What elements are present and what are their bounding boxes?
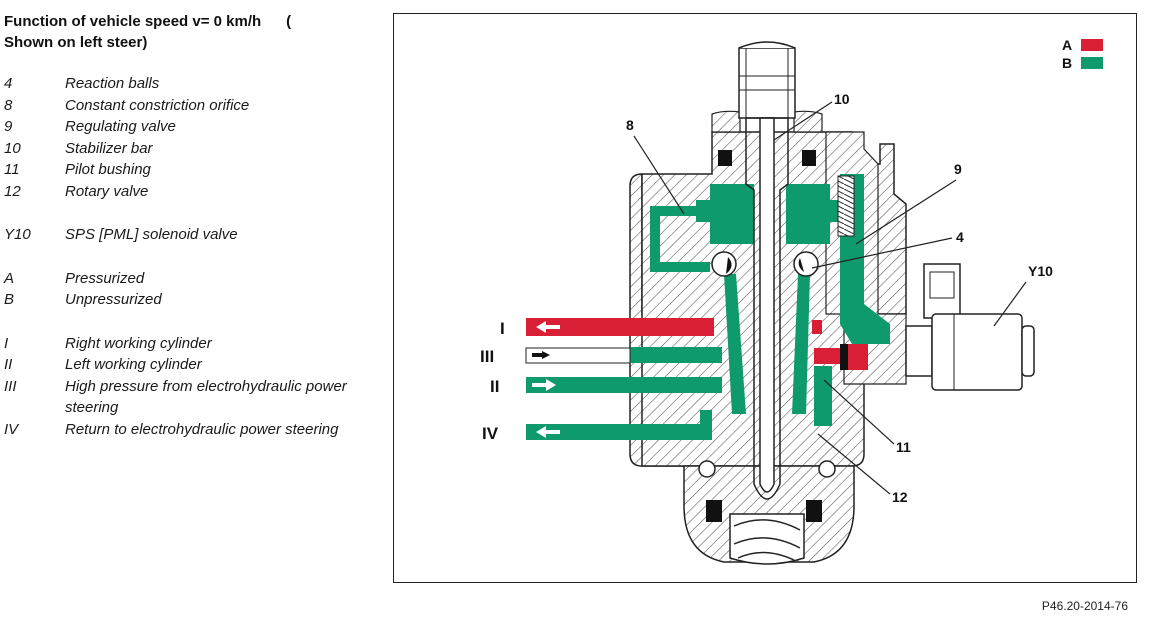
legend-description: SPS [PML] solenoid valve — [65, 226, 238, 243]
legend-code: 10 — [4, 139, 21, 157]
key-letter-b: B — [1062, 55, 1072, 71]
legend-code: II — [4, 356, 13, 373]
legend-description: Regulating valve — [65, 118, 176, 135]
legend-spacer — [4, 311, 384, 333]
arrow-right-icon — [532, 351, 550, 359]
callout-4: 4 — [956, 229, 964, 245]
legend-item: III High pressure from electrohydraulic p… — [4, 376, 384, 419]
legend-item: 9 Regulating valve — [4, 116, 384, 138]
callout-11: 11 — [896, 439, 911, 455]
legend-description: Reaction balls — [65, 75, 160, 92]
port-label-iv: IV — [482, 424, 499, 443]
legend-code: 8 — [4, 96, 13, 114]
arrow-right-icon — [532, 379, 556, 391]
legend-spacer — [4, 202, 384, 224]
legend-item: 8 Constant constriction orifice — [4, 95, 384, 117]
legend-code: 12 — [4, 182, 21, 200]
legend-description: Pilot bushing — [65, 161, 151, 178]
port-line-iii — [525, 347, 631, 364]
port-line-ii — [526, 377, 630, 393]
port-line-iv — [526, 424, 630, 440]
legend-item: I Right working cylinder — [4, 333, 384, 355]
legend-item: 12 Rotary valve — [4, 181, 384, 203]
legend-code: Y10 — [4, 226, 31, 243]
legend-item: B Unpressurized — [4, 289, 384, 311]
legend-item: IV Return to electrohydraulic power steer… — [4, 419, 384, 441]
key-swatch-pressurized — [1081, 39, 1103, 51]
callout-10: 10 — [834, 91, 850, 107]
legend-code: A — [4, 269, 15, 287]
arrow-left-icon — [536, 426, 560, 438]
legend-description: Stabilizer bar — [65, 139, 153, 157]
leader-lines — [633, 101, 1027, 495]
legend-description: Right working cylinder — [65, 334, 212, 352]
valve-cross-section-diagram: I III II IV 8 10 9 4 Y10 11 12 A — [480, 37, 1103, 565]
pinion — [729, 513, 805, 565]
regulating-valve-spring — [837, 175, 855, 237]
legend-item: 4 Reaction balls — [4, 73, 384, 95]
callout-8: 8 — [626, 117, 634, 133]
input-shaft — [738, 41, 796, 119]
legend-code: IV — [4, 420, 19, 438]
legend-item: 11 Pilot bushing — [4, 159, 384, 181]
key-letter-a: A — [1062, 37, 1072, 53]
diagram-frame: I III II IV 8 10 9 4 Y10 11 12 A — [393, 13, 1137, 583]
legend-description: Constant constriction orifice — [65, 96, 250, 114]
seals — [706, 150, 848, 522]
legend-item: II Left working cylinder — [4, 354, 384, 376]
callout-9: 9 — [954, 161, 962, 177]
key-swatch-unpressurized — [1081, 57, 1103, 69]
legend-code: 9 — [4, 118, 13, 135]
legend-description: Pressurized — [65, 269, 145, 287]
figure-reference: P46.20-2014-76 — [1041, 599, 1128, 613]
port-label-ii: II — [490, 377, 499, 396]
flow-arrows — [532, 321, 560, 438]
reaction-balls — [711, 251, 819, 277]
callout-y10: Y10 — [1028, 263, 1053, 279]
port-label-i: I — [500, 319, 505, 338]
legend-item: A Pressurized — [4, 268, 384, 290]
bearing-balls — [698, 460, 836, 478]
stabilizer-bar — [745, 117, 789, 500]
legend-code: 11 — [4, 161, 20, 178]
legend-code: B — [4, 291, 15, 308]
legend-code: III — [4, 377, 17, 395]
legend-spacer — [4, 246, 384, 268]
legend-description: Left working cylinder — [65, 356, 202, 373]
legend-list: 4 Reaction balls 8 Constant constriction or… — [4, 73, 384, 440]
callout-12: 12 — [892, 489, 908, 505]
legend-description: Unpressurized — [65, 291, 162, 308]
page-title: Function of vehicle speed v= 0 km/h ( Sh… — [4, 13, 292, 51]
legend-description: Return to electrohydraulic power steerin… — [65, 420, 339, 438]
port-label-iii: III — [480, 347, 494, 366]
legend-item: Y10 SPS [PML] solenoid valve — [4, 224, 384, 246]
legend-item: 10 Stabilizer bar — [4, 138, 384, 160]
color-key: A B — [1062, 37, 1103, 71]
legend-description: High pressure from electrohydraulic powe… — [65, 377, 347, 417]
unpressurized-channels — [630, 174, 890, 440]
solenoid-valve-y10 — [905, 263, 1035, 391]
legend-code: 4 — [4, 75, 13, 92]
legend-code: I — [4, 334, 9, 352]
legend-description: Rotary valve — [65, 182, 149, 200]
arrow-left-icon — [536, 321, 560, 333]
